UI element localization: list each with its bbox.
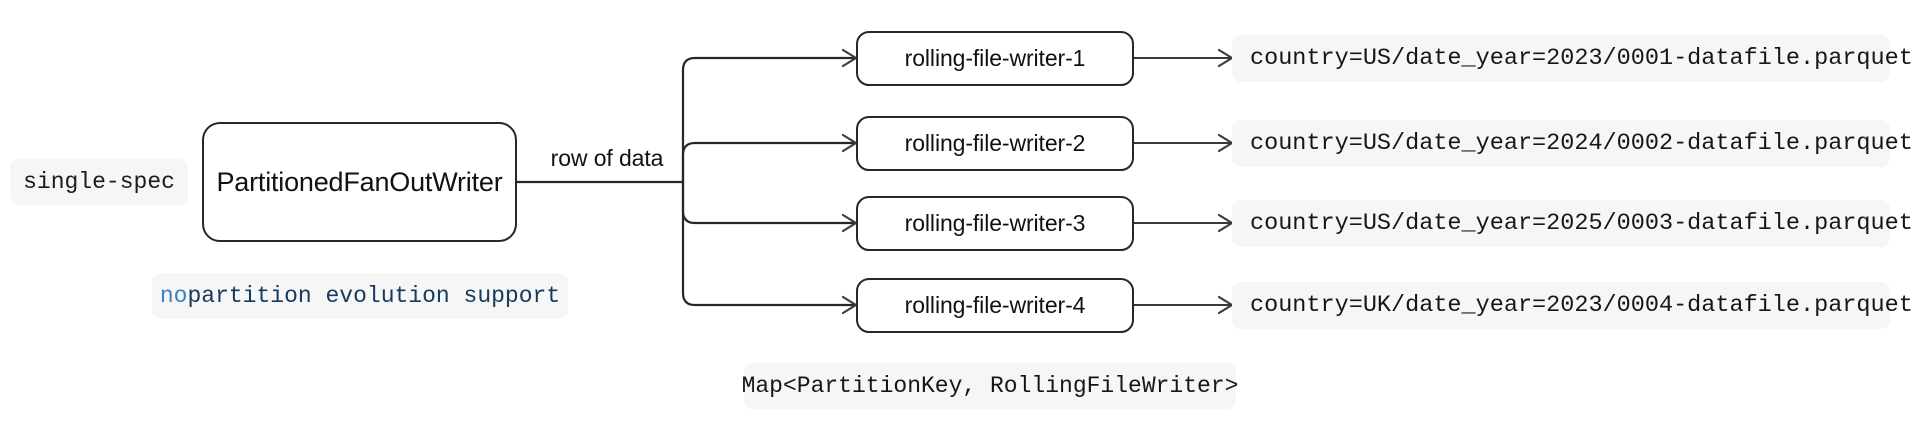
edge-spine-branch-2: [681, 141, 856, 184]
edge-spine-branch-1: [681, 56, 856, 184]
arrow-head-output-1: [1217, 48, 1234, 68]
note-keyword: no: [159, 283, 188, 309]
note-rest: partition evolution support: [187, 283, 561, 309]
arrow-head-output-2: [1217, 133, 1234, 153]
arrow-head-writer-4: [841, 295, 858, 315]
partitioned-fan-out-writer-node[interactable]: PartitionedFanOutWriter: [202, 122, 517, 242]
map-type-chip: Map<PartitionKey, RollingFileWriter>: [741, 363, 1239, 409]
rolling-file-writer-2-label: rolling-file-writer-2: [904, 130, 1086, 156]
row-of-data-label: row of data: [550, 144, 664, 171]
output-datafile-chip-1: country=US/date_year=2023/0001-datafile.…: [1232, 35, 1913, 82]
rolling-file-writer-1-node[interactable]: rolling-file-writer-1: [856, 31, 1134, 86]
single-spec-chip: single-spec: [10, 159, 188, 205]
row-of-data-edge-label: row of data: [533, 140, 681, 176]
output-datafile-chip-3: country=US/date_year=2025/0003-datafile.…: [1232, 200, 1913, 247]
output-datafile-chip-2: country=US/date_year=2024/0002-datafile.…: [1232, 120, 1913, 167]
rolling-file-writer-3-node[interactable]: rolling-file-writer-3: [856, 196, 1134, 251]
output-datafile-label-4: country=UK/date_year=2023/0004-datafile.…: [1250, 292, 1913, 319]
edge-spine-branch-3: [681, 180, 856, 225]
output-datafile-chip-4: country=UK/date_year=2023/0004-datafile.…: [1232, 282, 1913, 329]
single-spec-label: single-spec: [23, 169, 175, 195]
rolling-file-writer-4-node[interactable]: rolling-file-writer-4: [856, 278, 1134, 333]
map-type-label: Map<PartitionKey, RollingFileWriter>: [741, 373, 1239, 399]
arrow-head-writer-2: [841, 133, 858, 153]
output-datafile-label-1: country=US/date_year=2023/0001-datafile.…: [1250, 45, 1913, 72]
arrow-head-output-4: [1217, 295, 1234, 315]
rolling-file-writer-1-label: rolling-file-writer-1: [904, 45, 1086, 71]
rolling-file-writer-4-label: rolling-file-writer-4: [904, 292, 1086, 318]
edge-spine-branch-4: [681, 180, 856, 307]
arrow-head-writer-1: [841, 48, 858, 68]
arrow-head-output-3: [1217, 213, 1234, 233]
arrow-head-writer-3: [841, 213, 858, 233]
partitioned-fan-out-writer-label: PartitionedFanOutWriter: [216, 166, 503, 197]
output-datafile-label-2: country=US/date_year=2024/0002-datafile.…: [1250, 130, 1913, 157]
output-datafile-label-3: country=US/date_year=2025/0003-datafile.…: [1250, 210, 1913, 237]
no-partition-evolution-note: no partition evolution support: [152, 273, 568, 319]
rolling-file-writer-2-node[interactable]: rolling-file-writer-2: [856, 116, 1134, 171]
rolling-file-writer-3-label: rolling-file-writer-3: [904, 210, 1086, 236]
